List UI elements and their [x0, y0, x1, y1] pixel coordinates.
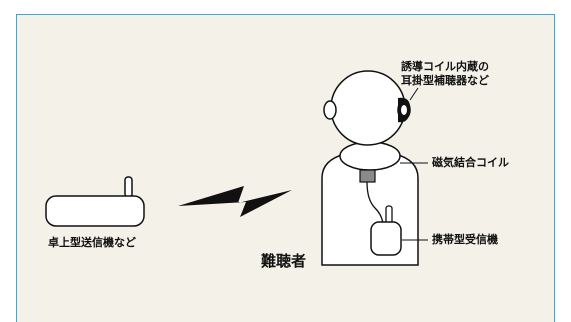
coil-connector — [359, 169, 376, 183]
neck-coil-label: 磁気結合コイル — [432, 156, 509, 169]
portable-receiver — [370, 221, 402, 256]
wireless-signal-icon — [178, 186, 292, 217]
diagram-frame — [16, 14, 555, 322]
hearing-aid-label-line2: 耳掛型補聴器など — [401, 74, 489, 87]
person-figure — [321, 70, 419, 266]
desktop-transmitter — [45, 176, 145, 227]
person-label: 難聴者 — [261, 252, 307, 270]
hearing-aid-label: 誘導コイル内蔵の 耳掛型補聴器など — [401, 60, 489, 88]
hearing-aid-label-line1: 誘導コイル内蔵の — [401, 60, 489, 73]
person-head — [330, 70, 406, 146]
transmitter-label: 卓上型送信機など — [48, 236, 136, 249]
neck-loop-coil — [339, 141, 401, 171]
receiver-label: 携帯型受信機 — [432, 233, 498, 246]
